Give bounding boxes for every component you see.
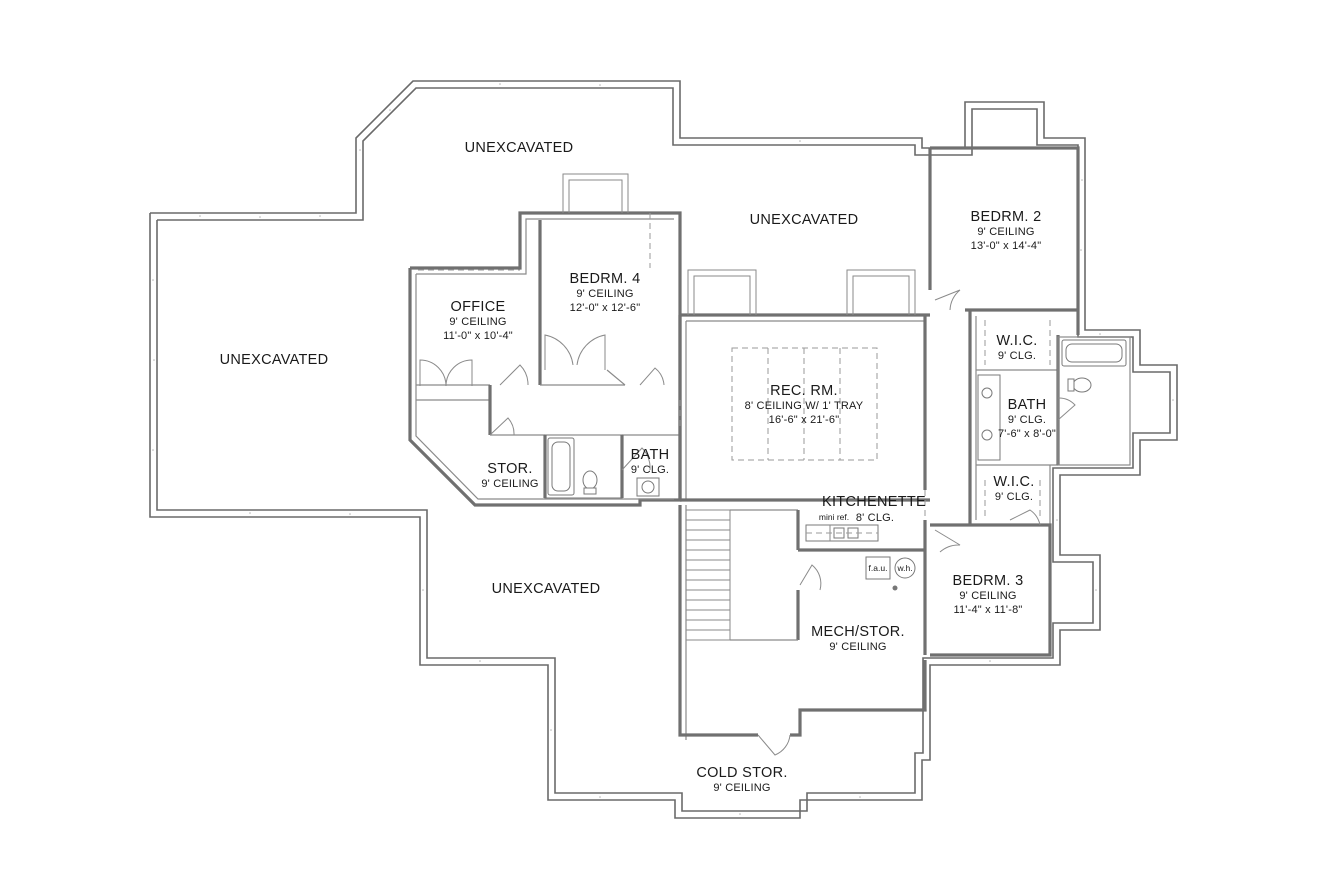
- label-bath-left: BATH: [631, 447, 670, 463]
- fau-unit: [865, 556, 891, 580]
- label-kitchenette: KITCHENETTE: [822, 494, 926, 510]
- label-bath-right: BATH: [1008, 397, 1047, 413]
- label-wic1-ceiling: 9' CLG.: [998, 350, 1036, 362]
- label-rec-ceiling: 8' CEILING W/ 1' TRAY: [745, 400, 864, 412]
- label-fau: f.a.u.: [869, 563, 888, 573]
- label-unexcavated-top: UNEXCAVATED: [465, 140, 574, 156]
- fixtures: [547, 339, 1127, 591]
- label-wic2: W.I.C.: [993, 474, 1034, 490]
- label-bedrm3-size: 11'-4" x 11'-8": [953, 604, 1022, 616]
- label-bath-right-size: 7'-6" x 8'-0": [998, 428, 1056, 440]
- label-mech: MECH/STOR.: [811, 624, 905, 640]
- ceiling-tray-lines: [418, 213, 1051, 641]
- label-bedrm2-ceiling: 9' CEILING: [977, 226, 1034, 238]
- label-kitchenette-ceiling: 8' CLG.: [856, 512, 894, 524]
- label-cold-ceiling: 9' CEILING: [713, 782, 770, 794]
- label-wic2-ceiling: 9' CLG.: [995, 491, 1033, 503]
- water-heater: [894, 557, 916, 579]
- label-rec-size: 16'-6" x 21'-6": [769, 414, 840, 426]
- label-office-size: 11'-0" x 10'-4": [443, 330, 513, 342]
- label-bedrm2-size: 13'-0" x 14'-4": [971, 240, 1042, 252]
- label-bedrm4: BEDRM. 4: [570, 271, 641, 287]
- label-bedrm4-ceiling: 9' CEILING: [576, 288, 633, 300]
- doors: [419, 289, 1076, 756]
- stairs: [685, 509, 731, 641]
- interior-walls: [408, 146, 1131, 740]
- label-mech-ceiling: 9' CEILING: [829, 641, 886, 653]
- label-bedrm4-size: 12'-0" x 12'-6": [570, 302, 641, 314]
- label-bedrm2: BEDRM. 2: [971, 209, 1042, 225]
- label-unexcavated-bottom: UNEXCAVATED: [492, 581, 601, 597]
- label-bath-right-ceiling: 9' CLG.: [1008, 414, 1046, 426]
- toilet-left: [582, 470, 598, 490]
- label-bath-left-ceiling: 9' CLG.: [631, 464, 669, 476]
- label-bedrm3: BEDRM. 3: [953, 573, 1024, 589]
- label-wic1: W.I.C.: [996, 333, 1037, 349]
- label-rec: REC. RM.: [770, 383, 838, 399]
- room-labels: UNEXCAVATED UNEXCAVATED UNEXCAVATED UNEX…: [220, 140, 1056, 794]
- label-cold: COLD STOR.: [696, 765, 787, 781]
- label-unexcavated-mid: UNEXCAVATED: [750, 212, 859, 228]
- label-bedrm3-ceiling: 9' CEILING: [959, 590, 1016, 602]
- foundation-walls: [149, 80, 1178, 819]
- label-unexcavated-left: UNEXCAVATED: [220, 352, 329, 368]
- vanity-right: [977, 374, 1001, 461]
- label-mini-ref: mini ref.: [819, 512, 849, 522]
- label-stor-ceiling: 9' CEILING: [481, 478, 538, 490]
- label-wh: w.h.: [896, 563, 912, 573]
- toilet-right: [1072, 377, 1092, 393]
- label-office: OFFICE: [451, 299, 506, 315]
- label-office-ceiling: 9' CEILING: [449, 316, 506, 328]
- label-stor: STOR.: [487, 461, 533, 477]
